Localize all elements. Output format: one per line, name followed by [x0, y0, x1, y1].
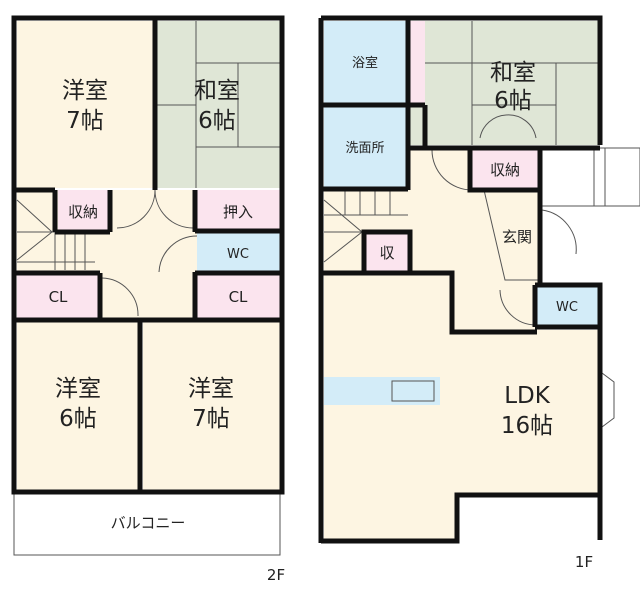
wc-2f: [197, 233, 280, 272]
room-japanese-6-1f: [425, 21, 598, 145]
room-size: 7帖: [192, 406, 230, 432]
floor-2: 洋室 7帖 和室 6帖 収納 押入 WC CL CL 洋室 6帖 洋室 7帖 バ…: [11, 15, 285, 584]
closet-strip: [410, 21, 425, 103]
storage-2f: [58, 190, 108, 232]
room-western-7b-2f: [143, 320, 280, 490]
closet-left-2f: [17, 275, 100, 318]
tatami-lines: [155, 21, 280, 188]
wc-label: WC: [227, 247, 249, 262]
door-arcs-1f[interactable]: [431, 114, 577, 326]
small-storage-label: 収: [379, 244, 394, 262]
small-storage: [366, 232, 408, 272]
floor-1: 浴室 洗面所 和室 6帖 収納 玄関 収 WC LDK 16帖 1F: [318, 15, 640, 571]
wc-label: WC: [556, 300, 578, 315]
room-size: 6帖: [198, 108, 236, 134]
oshiire-2f: [197, 190, 280, 230]
storage-label: 収納: [68, 203, 98, 221]
room-western-6-2f: [17, 320, 138, 490]
closet-label: CL: [229, 288, 248, 306]
room-size: 7帖: [66, 108, 104, 134]
room-name: 洋室: [62, 78, 108, 104]
room-size: 6帖: [494, 88, 532, 114]
stairs-1f[interactable]: [323, 189, 540, 281]
sink-icon: [391, 380, 435, 402]
room-name: 和室: [490, 60, 536, 86]
entrance-porch: [539, 147, 640, 207]
closet-right-2f: [197, 275, 280, 318]
room-name: LDK: [504, 383, 551, 409]
oshiire-label: 押入: [223, 203, 253, 221]
room-size: 16帖: [501, 413, 553, 439]
closet-label: CL: [49, 288, 68, 306]
washroom-label: 洗面所: [345, 141, 384, 156]
bath-label: 浴室: [352, 55, 378, 71]
ldk: [324, 275, 598, 540]
walls-1f: [318, 15, 603, 544]
tatami-lines: [425, 21, 598, 145]
room-name: 洋室: [55, 376, 101, 402]
bath: [324, 21, 407, 103]
room-name: 和室: [194, 78, 240, 104]
walls-2f: [11, 15, 285, 495]
storage-1f: [472, 148, 538, 190]
wc-1f: [537, 287, 598, 325]
bay-window: [597, 369, 615, 431]
balcony-label: バルコニー: [111, 514, 186, 532]
room-western-7-2f: [17, 21, 153, 188]
floor-label: 1F: [575, 553, 593, 571]
kitchen-counter: [324, 377, 440, 405]
storage-label: 収納: [490, 161, 520, 179]
room-size: 6帖: [59, 406, 97, 432]
floor-label: 2F: [267, 566, 285, 584]
door-arcs-2f[interactable]: [101, 189, 198, 317]
entrance-label: 玄関: [502, 228, 532, 246]
room-name: 洋室: [188, 376, 234, 402]
